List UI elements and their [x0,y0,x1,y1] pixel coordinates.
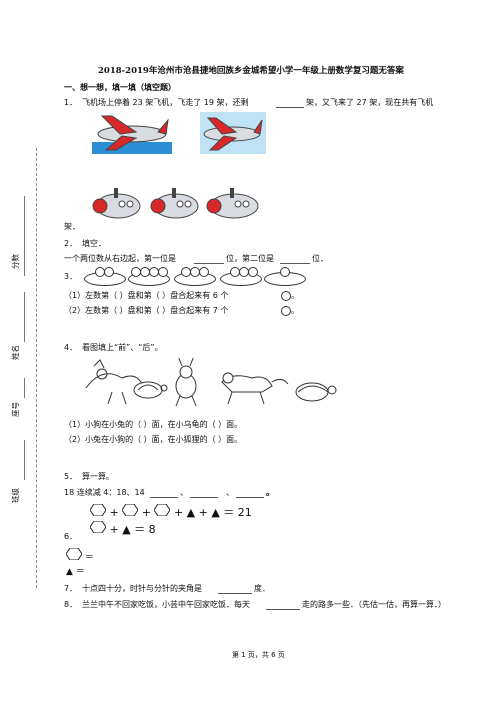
q5-sep-1: 、 [180,488,188,497]
q2-text-b: 位，第二位是 [226,254,274,263]
answer-triangle-eq: ＝ [75,567,85,577]
name-line [24,292,25,342]
q4-text: 看图填上“前”、“后”。 [82,343,163,352]
q8-blank[interactable] [266,609,300,610]
q5-sequence: 18 连续减 4：18、14 [64,488,145,497]
triangle-icon: ▲ [66,567,73,577]
section-heading: 一、想一想，填一填（填空题） [64,83,176,92]
q7-tail: 度． [254,584,270,593]
answer-hexagon: ＝ [66,548,94,564]
q3-line-1: （1）左数第（ ）盘和第（ ）盘合起来有 6 个 [64,291,229,300]
q5-blank-1[interactable] [150,497,178,498]
q1-number: 1． [64,98,78,107]
class-line [24,440,25,480]
q8-tail: 走的路多一些．（先估一估，再算一算．） [302,600,446,609]
q2-number: 2． [64,239,78,248]
hexagon-icon [122,504,139,516]
plane-character-1 [92,188,141,219]
q5-sep-3: 。 [266,488,274,497]
equation-1-rest: + ▲ + ▲ ＝ 21 [173,506,252,519]
hexagon-icon [154,504,171,516]
q4-line-2: （2）小兔在小狗的（ ）面，在小狐狸的（ ）面。 [64,435,243,444]
binding-line [36,148,37,588]
q3-line-2-end: 。 [291,306,299,315]
seat-line [24,378,25,398]
label-score: 分数 [11,254,20,269]
q1-tail: 架． [64,222,80,231]
equation-1: + + + ▲ + ▲ ＝ 21 [90,504,252,520]
q6-number: 6． [64,532,78,541]
animal-race-picture [85,358,337,407]
equation-2: + ▲ ＝ 8 [90,521,156,537]
q4-number: 4． [64,343,78,352]
answer-triangle: ▲ ＝ [66,566,85,578]
q5-blank-3[interactable] [236,497,264,498]
q1-text-2: 架，又飞来了 27 架，现在共有飞机 [306,98,434,107]
answer-hexagon-eq: ＝ [84,553,94,563]
label-class: 班级 [11,488,20,503]
q1-text: 飞机场上停着 23 架飞机，飞走了 19 架，还剩 [82,98,249,107]
airplane-scene-1 [92,115,172,154]
q3-number: 3． [64,272,78,281]
apple-icon [281,291,291,301]
score-line [24,196,25,276]
q2-blank-2[interactable] [280,263,310,264]
q5-number: 5． [64,472,78,481]
page-number: 第 1 页，共 6 页 [232,651,285,659]
q3-line-2: （2）左数第（ ）盘和第（ ）盘合起来有 7 个 [64,306,229,315]
q5-text: 算一算。 [82,472,114,481]
q2-text-c: 位． [312,254,328,263]
plane-character-2 [150,188,199,219]
q8-number: 8． [64,600,78,609]
hexagon-icon [66,548,82,560]
label-seat: 座号 [11,402,20,417]
q3-line-1-end: 。 [291,291,299,300]
airplane-scene-2 [200,112,266,154]
q1-blank-1[interactable] [276,107,304,108]
q5-blank-2[interactable] [190,497,218,498]
apple-icon [281,306,291,316]
q4-line-1: （1）小狗在小兔的（ ）面，在小乌龟的（ ）面。 [64,420,243,429]
q2-label: 填空． [82,239,106,248]
q7-number: 7． [64,584,78,593]
q8-text: 兰兰中午不回家吃饭，小芸中午回家吃饭．每天 [82,600,250,609]
hexagon-icon [90,521,106,533]
q7-blank[interactable] [218,593,252,594]
equation-2-rest: + ▲ ＝ 8 [109,523,156,536]
plane-character-3 [206,188,259,219]
q2-text: 一个两位数从右边起，第一位是 [64,254,176,263]
page-title: 2018-2019年沧州市沧县捷地回族乡金城希望小学一年级上册数学复习题无答案 [98,66,404,76]
hexagon-icon [90,504,106,516]
q2-blank-1[interactable] [194,263,224,264]
q5-sep-2: 、 [226,488,234,497]
q7-text: 十点四十分，时针与分针的夹角是 [82,584,202,593]
label-name: 姓名 [11,345,20,360]
